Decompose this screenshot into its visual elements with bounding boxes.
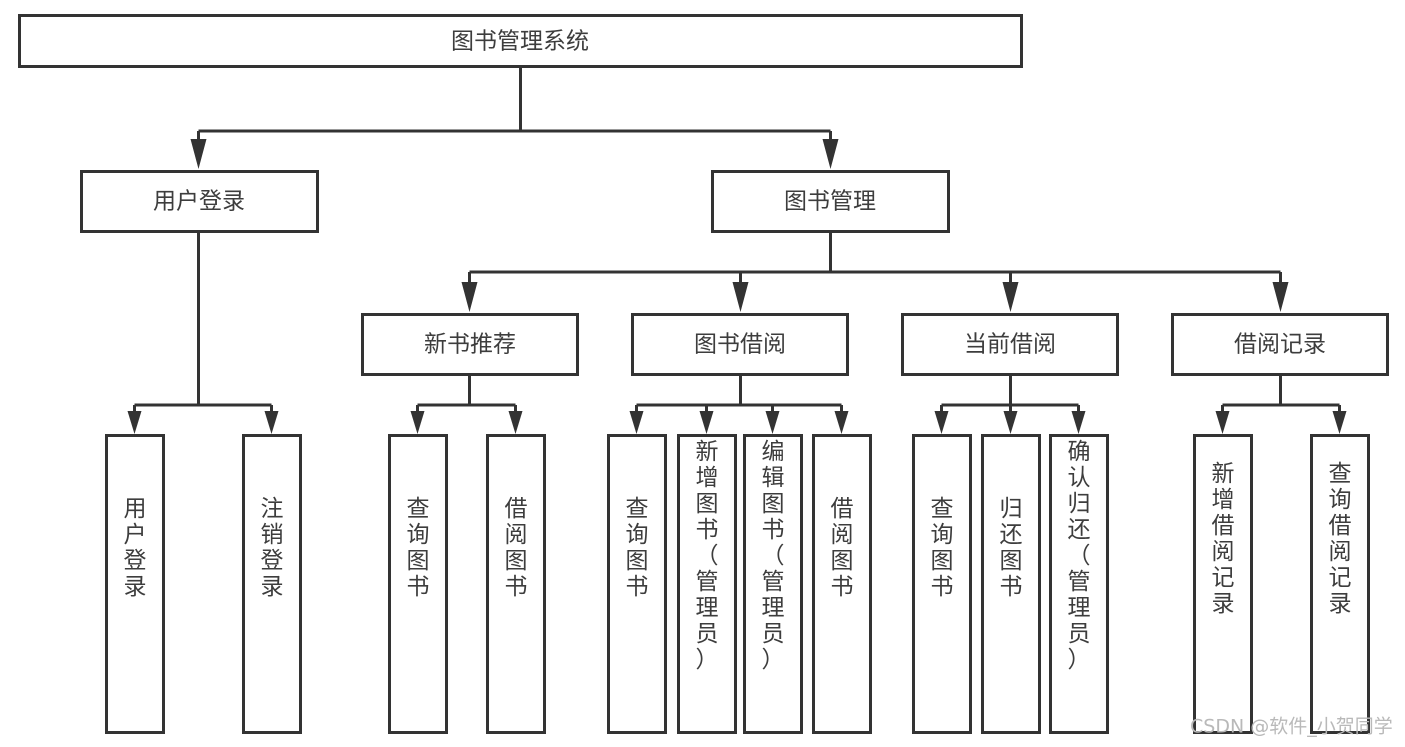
node-new-book-recommend-label: 新书推荐	[424, 332, 516, 358]
arrow-current-borrow-leaf-2	[1071, 411, 1086, 434]
leaf-label-vertical: 查询图书	[626, 496, 649, 600]
arrow-book-borrow-leaf-0	[629, 411, 644, 434]
leaf-box	[242, 434, 302, 734]
leaf-box	[981, 434, 1041, 734]
node-root-book-management-system[interactable]: 图书管理系统	[18, 14, 1023, 68]
leaf-label-vertical: 查询图书	[931, 496, 954, 600]
leaf-box	[812, 434, 872, 734]
node-leaf-book-borrow-edit[interactable]: 编辑图书（管理员）	[743, 434, 803, 734]
leaf-label-vertical: 借阅图书	[505, 496, 528, 600]
arrow-user-login-leaf-1	[264, 411, 279, 434]
node-book-borrow-box	[631, 313, 849, 376]
leaf-label-vertical: 新增借阅记录	[1212, 461, 1235, 617]
leaf-box	[486, 434, 546, 734]
node-current-borrow-label: 当前借阅	[964, 332, 1056, 358]
node-leaf-user-login-logout[interactable]: 注销登录	[242, 434, 302, 734]
node-leaf-borrow-record-add[interactable]: 新增借阅记录	[1193, 434, 1253, 734]
arrow-book-borrow-leaf-2	[765, 411, 780, 434]
node-leaf-user-login-login[interactable]: 用户登录	[105, 434, 165, 734]
leaf-box	[912, 434, 972, 734]
arrow-borrow-record-leaf-1	[1332, 411, 1347, 434]
connector-group-book-manage	[461, 232, 1289, 312]
node-leaf-borrow-record-query[interactable]: 查询借阅记录	[1310, 434, 1370, 734]
arrow-book-borrow-leaf-3	[834, 411, 849, 434]
arrow-new-book-leaf-0	[410, 411, 425, 434]
leaf-label-vertical: 编辑图书（管理员）	[762, 439, 785, 673]
node-book-borrow-label: 图书借阅	[694, 332, 786, 358]
leaf-box	[1193, 434, 1253, 734]
arrow-root-to-book-manage	[822, 139, 839, 169]
connector-group-new-book	[410, 375, 523, 434]
csdn-watermark: CSDN @软件_小贺同学	[1190, 716, 1393, 738]
arrow-user-login-leaf-0	[127, 411, 142, 434]
arrow-book-manage-child-0	[461, 282, 478, 312]
arrow-borrow-record-leaf-0	[1215, 411, 1230, 434]
leaf-box	[1310, 434, 1370, 734]
node-user-login[interactable]: 用户登录	[80, 170, 319, 233]
node-leaf-new-book-borrow[interactable]: 借阅图书	[486, 434, 546, 734]
node-leaf-book-borrow-query[interactable]: 查询图书	[607, 434, 667, 734]
connector-group-user-login	[127, 232, 279, 434]
node-leaf-current-borrow-query[interactable]: 查询图书	[912, 434, 972, 734]
leaf-box	[743, 434, 803, 734]
arrow-root-to-user-login	[190, 139, 207, 169]
connector-group-borrow-record	[1215, 375, 1347, 434]
leaf-label-vertical: 注销登录	[261, 496, 284, 600]
arrow-new-book-leaf-1	[508, 411, 523, 434]
node-current-borrow-box	[901, 313, 1119, 376]
connector-group-current-borrow	[934, 375, 1086, 434]
arrow-book-manage-child-2	[1002, 282, 1019, 312]
arrow-current-borrow-leaf-0	[934, 411, 949, 434]
node-leaf-current-borrow-confirm[interactable]: 确认归还（管理员）	[1049, 434, 1109, 734]
node-new-book-recommend-box	[361, 313, 579, 376]
node-leaf-book-borrow-borrow[interactable]: 借阅图书	[812, 434, 872, 734]
leaf-box	[677, 434, 737, 734]
node-book-management-box	[711, 170, 950, 233]
node-leaf-new-book-query[interactable]: 查询图书	[388, 434, 448, 734]
arrow-book-manage-child-3	[1272, 282, 1289, 312]
node-root-label: 图书管理系统	[451, 29, 589, 55]
arrow-book-manage-child-1	[732, 282, 749, 312]
connector-group-book-borrow	[629, 375, 849, 434]
node-user-login-label: 用户登录	[153, 189, 245, 215]
node-borrow-record-label: 借阅记录	[1234, 332, 1326, 358]
leaf-box	[105, 434, 165, 734]
leaf-label-vertical: 新增图书（管理员）	[696, 439, 719, 673]
node-book-management[interactable]: 图书管理	[711, 170, 950, 233]
leaf-box	[607, 434, 667, 734]
connector-group-root	[190, 67, 839, 169]
node-book-borrow[interactable]: 图书借阅	[631, 313, 849, 376]
leaf-label-vertical: 查询图书	[407, 496, 430, 600]
arrow-book-borrow-leaf-1	[699, 411, 714, 434]
arrow-current-borrow-leaf-1	[1003, 411, 1018, 434]
node-book-management-label: 图书管理	[784, 189, 876, 215]
leaf-label-vertical: 确认归还（管理员）	[1068, 439, 1091, 673]
leaf-label-vertical: 用户登录	[124, 496, 147, 600]
node-borrow-record[interactable]: 借阅记录	[1171, 313, 1389, 376]
node-root-box	[18, 14, 1023, 68]
node-current-borrow[interactable]: 当前借阅	[901, 313, 1119, 376]
node-user-login-box	[80, 170, 319, 233]
leaf-label-vertical: 借阅图书	[831, 496, 854, 600]
leaf-label-vertical: 归还图书	[1000, 496, 1023, 600]
node-borrow-record-box	[1171, 313, 1389, 376]
node-leaf-current-borrow-return[interactable]: 归还图书	[981, 434, 1041, 734]
leaf-box	[388, 434, 448, 734]
node-new-book-recommend[interactable]: 新书推荐	[361, 313, 579, 376]
leaf-label-vertical: 查询借阅记录	[1329, 461, 1352, 617]
node-leaf-book-borrow-add[interactable]: 新增图书（管理员）	[677, 434, 737, 734]
leaf-box	[1049, 434, 1109, 734]
